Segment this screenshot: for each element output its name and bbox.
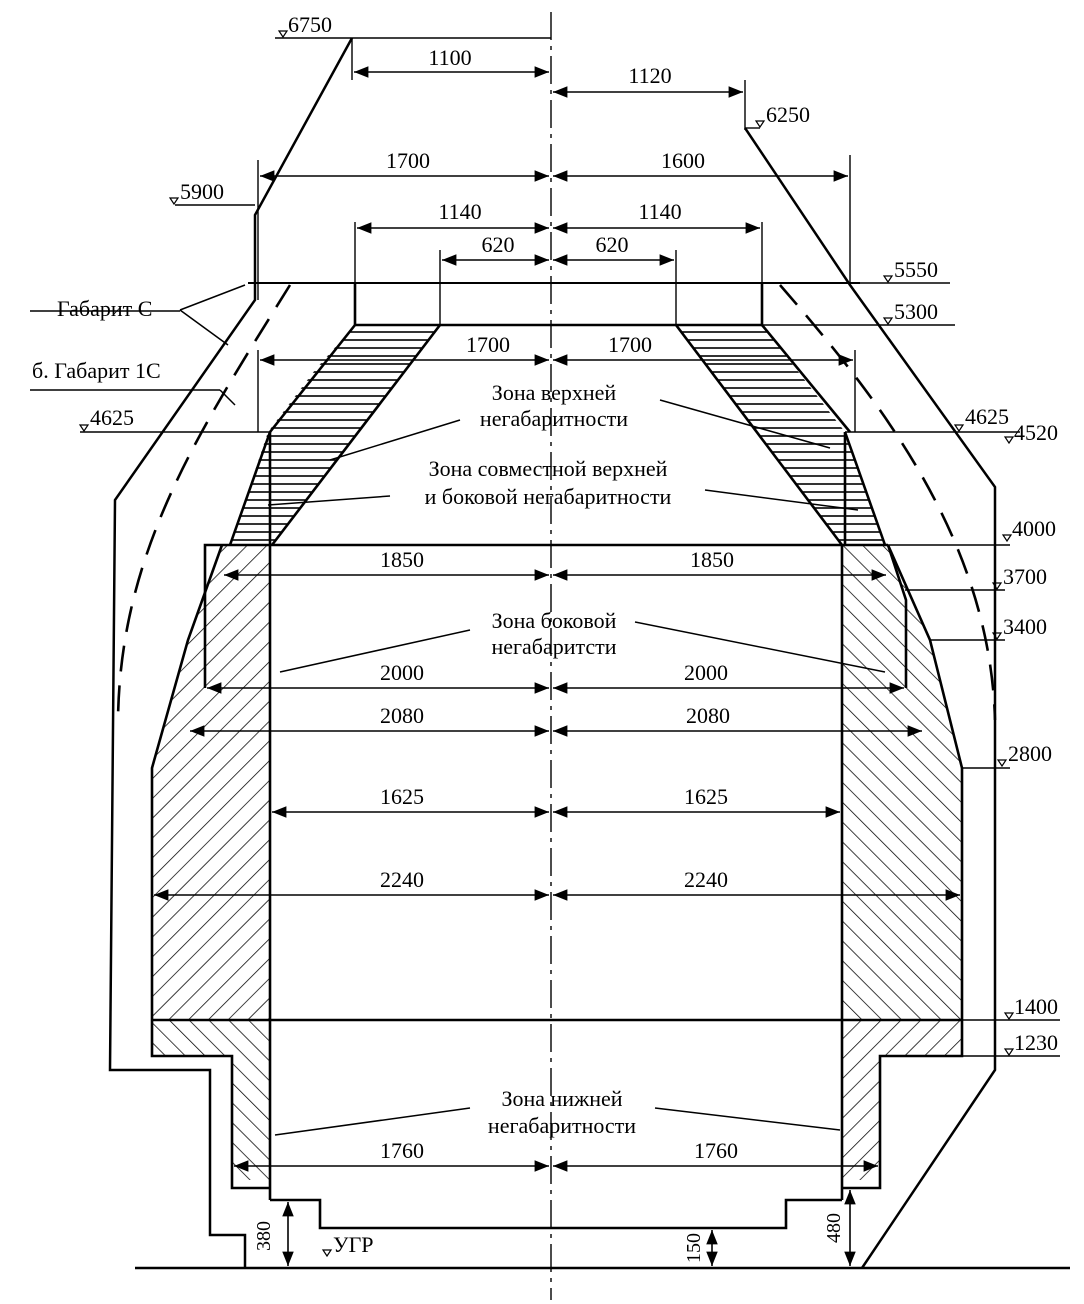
leader-lines: [30, 284, 886, 1136]
dim-2000-left: 2000: [380, 660, 424, 685]
dim-380: 380: [253, 1221, 275, 1251]
dim-1850-left: 1850: [380, 547, 424, 572]
dim-150: 150: [683, 1233, 705, 1263]
elev-6250: 6250: [766, 102, 810, 127]
label-gabarit-c: Габарит С: [57, 296, 152, 321]
label-upper-zone-1: Зона верхней: [492, 380, 617, 405]
elev-6750: 6750: [288, 12, 332, 37]
dim-top-right: 1120: [628, 63, 671, 88]
label-side-zone-2: негабаритсти: [491, 634, 616, 659]
elevation-markers: [78, 30, 1015, 1258]
dimension-values: 1100 1120 1700 1600 1140 1140 620 620 17…: [253, 45, 845, 1263]
elev-5300: 5300: [894, 299, 938, 324]
lower-zone-hatching: [152, 1020, 962, 1180]
elev-4625-left: 4625: [90, 405, 134, 430]
dim-2240-right: 2240: [684, 867, 728, 892]
dim-1625-left: 1625: [380, 784, 424, 809]
dim-2240-left: 2240: [380, 867, 424, 892]
dim-c-right: 1600: [661, 148, 705, 173]
elev-4520: 4520: [1014, 420, 1058, 445]
elev-1400: 1400: [1014, 994, 1058, 1019]
dim-620-left: 620: [482, 232, 515, 257]
label-joint-zone-1: Зона совместной верхней: [429, 456, 668, 481]
dim-1700-left: 1700: [466, 332, 510, 357]
gabarit-c-outline: [108, 37, 997, 1269]
elevation-values: 6750 6250 5900 5550 5300 4625 4625 4520 …: [90, 12, 1058, 1257]
dim-top-left: 1100: [428, 45, 471, 70]
elev-rail-level: УГР: [333, 1232, 374, 1257]
dim-2080-left: 2080: [380, 703, 424, 728]
label-joint-zone-2: и боковой негабаритности: [425, 484, 672, 509]
elev-5900: 5900: [180, 179, 224, 204]
label-side-zone-1: Зона боковой: [492, 608, 617, 633]
dim-1850-right: 1850: [690, 547, 734, 572]
dimension-arrows: [154, 66, 960, 1266]
zone-labels: Габарит С б. Габарит 1С Зона верхней нег…: [32, 296, 672, 1138]
elev-5550: 5550: [894, 257, 938, 282]
label-gabarit-1c: б. Габарит 1С: [32, 358, 161, 383]
label-upper-zone-2: негабаритности: [480, 406, 628, 431]
elev-3700: 3700: [1003, 564, 1047, 589]
label-lower-zone-2: негабаритности: [488, 1113, 636, 1138]
dim-1625-right: 1625: [684, 784, 728, 809]
elev-4625-right: 4625: [965, 404, 1009, 429]
label-lower-zone-1: Зона нижней: [501, 1086, 622, 1111]
dim-1140-right: 1140: [638, 199, 681, 224]
elev-3400: 3400: [1003, 614, 1047, 639]
dim-1140-left: 1140: [438, 199, 481, 224]
elev-4000: 4000: [1012, 516, 1056, 541]
dim-1760-right: 1760: [694, 1138, 738, 1163]
dim-620-right: 620: [596, 232, 629, 257]
dim-1700-right: 1700: [608, 332, 652, 357]
elev-1230: 1230: [1014, 1030, 1058, 1055]
rolling-stock-outline: [150, 283, 964, 1230]
dim-1760-left: 1760: [380, 1138, 424, 1163]
dim-c-left: 1700: [386, 148, 430, 173]
upper-zone-hatching: [230, 325, 884, 545]
gabarit-1c-dashed: [116, 284, 997, 721]
dim-480: 480: [823, 1213, 845, 1243]
dim-2080-right: 2080: [686, 703, 730, 728]
elev-2800: 2800: [1008, 741, 1052, 766]
extension-lines: [80, 37, 1060, 1057]
dim-2000-right: 2000: [684, 660, 728, 685]
